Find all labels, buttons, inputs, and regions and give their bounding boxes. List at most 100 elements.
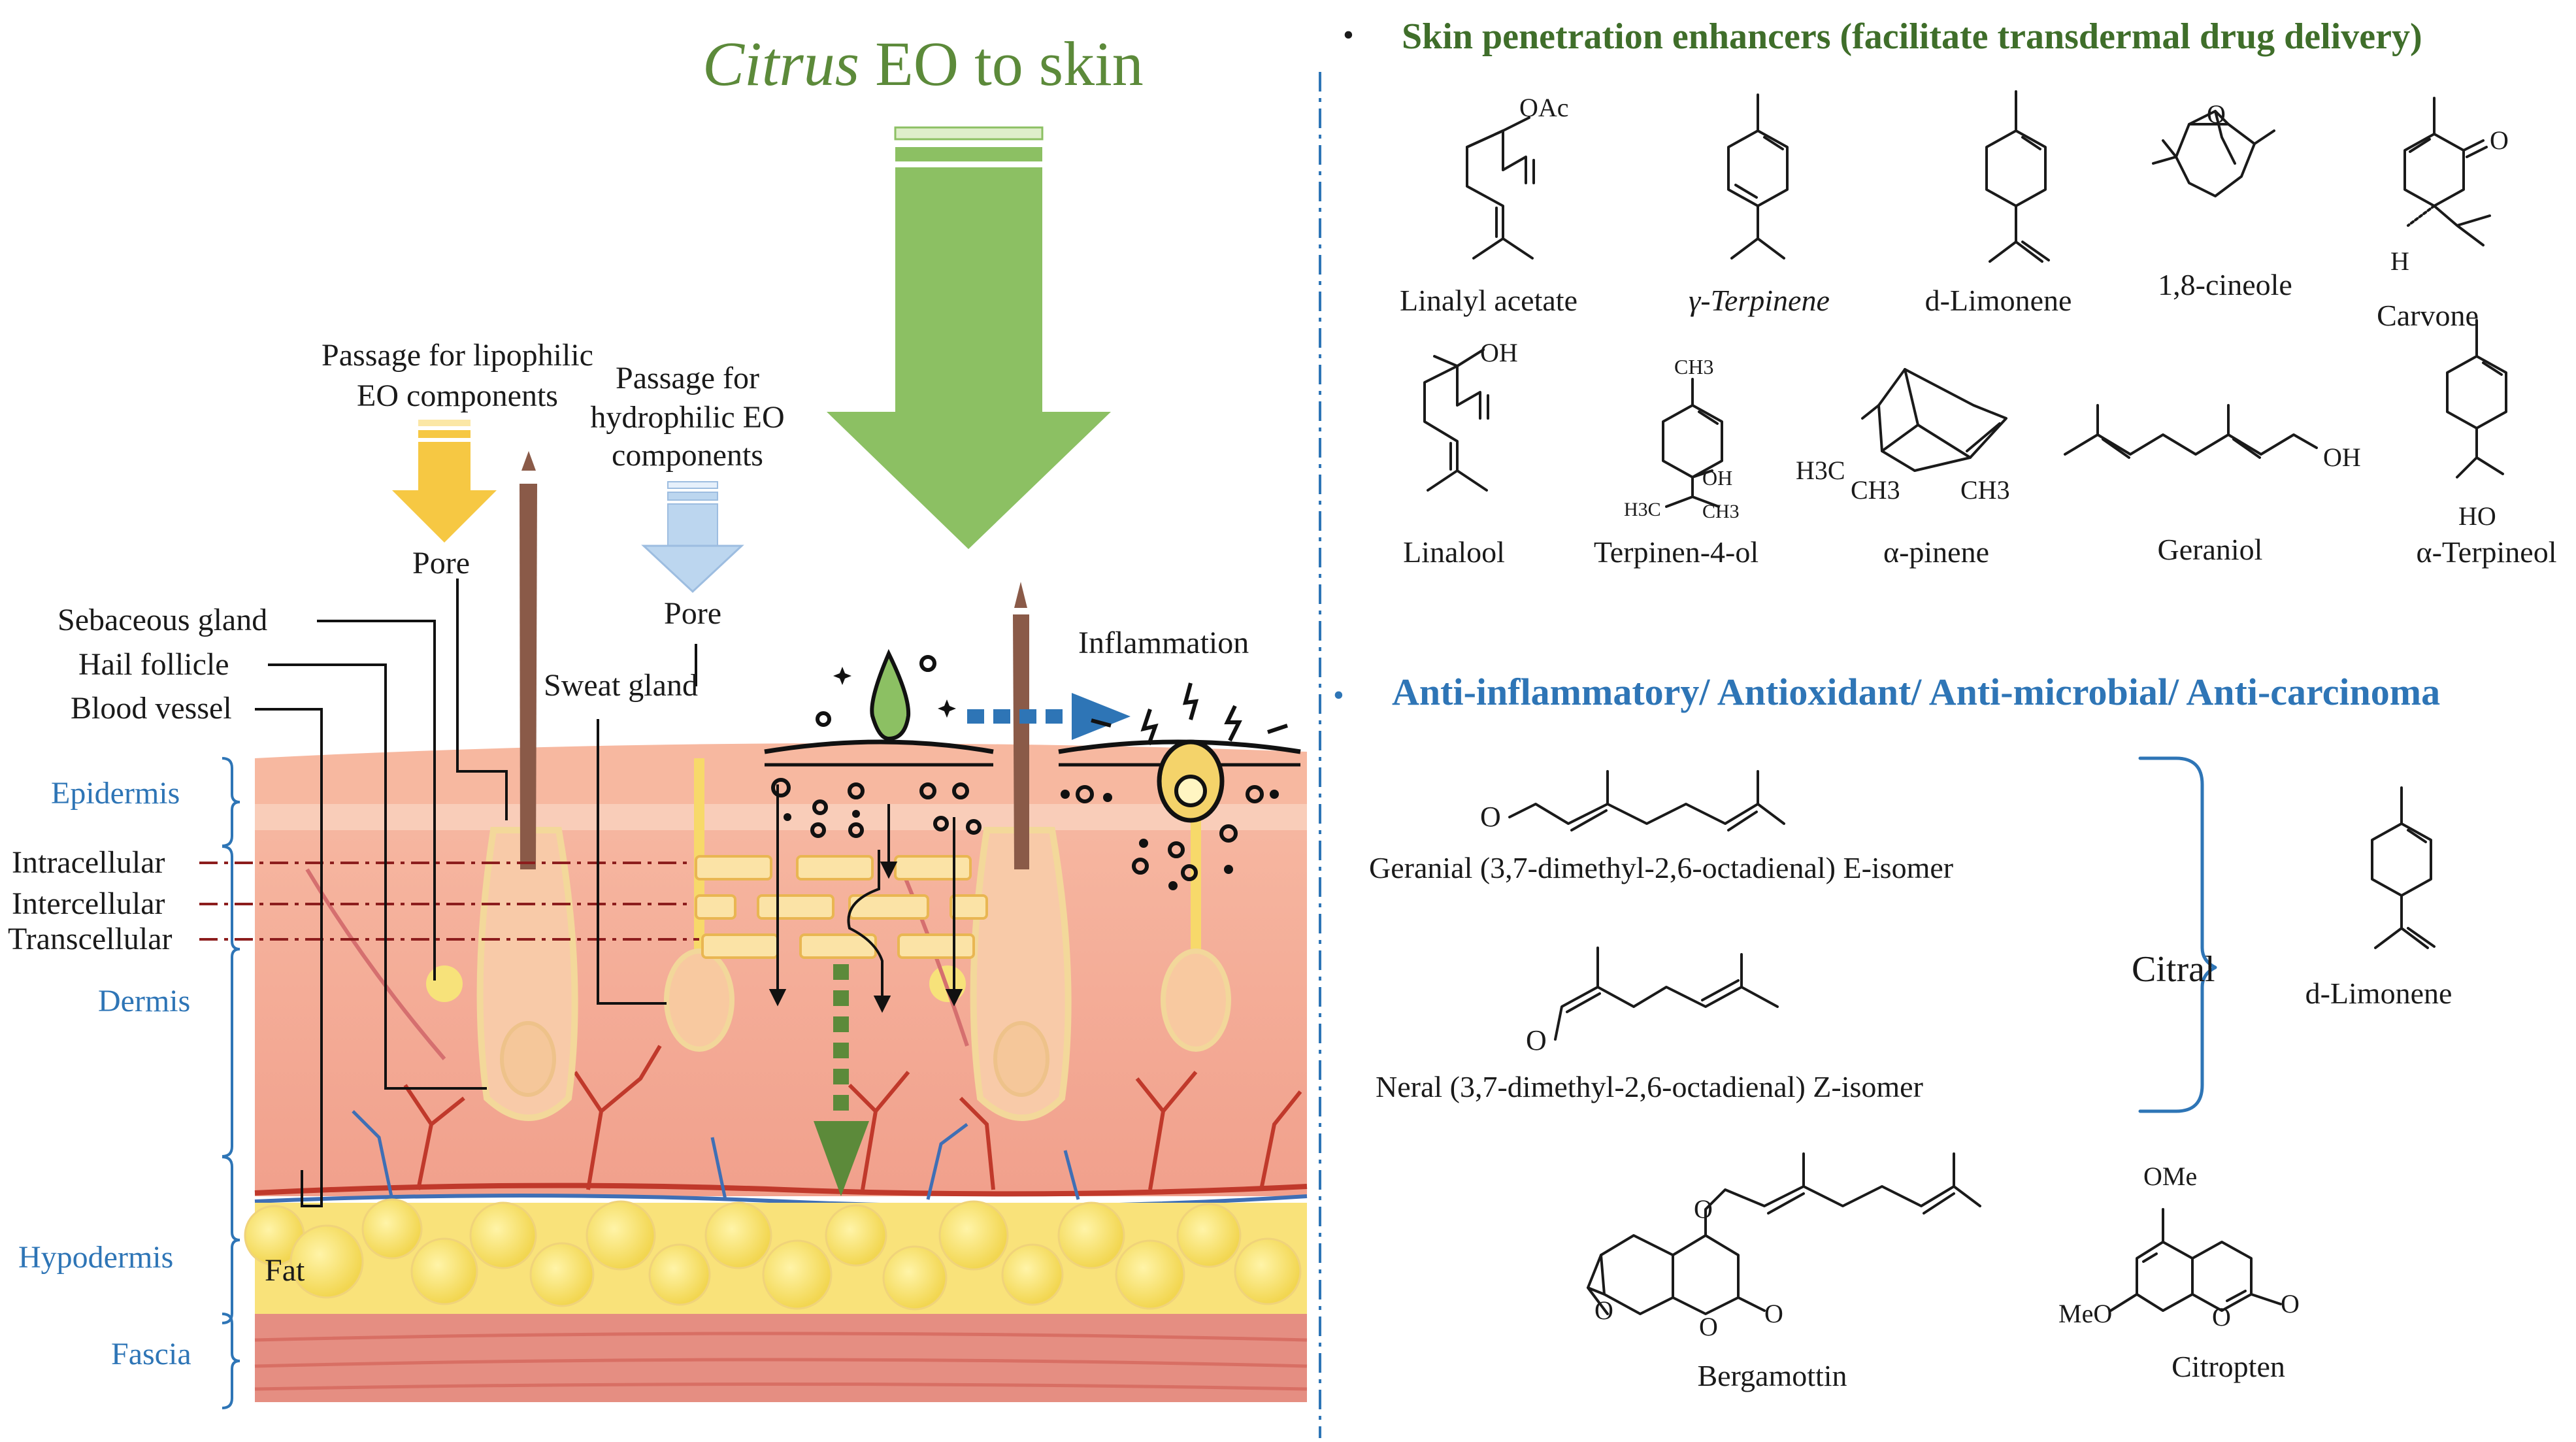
atom-oh-linalool: OH xyxy=(1480,338,1518,367)
transcellular-label: Transcellular xyxy=(8,922,173,956)
epidermis-label: Epidermis xyxy=(51,776,180,811)
mol-geraniol: Geraniol xyxy=(2157,533,2263,566)
structure-neral xyxy=(1554,947,1779,1041)
structure-cineole xyxy=(2152,110,2275,197)
structure-carvone xyxy=(2403,97,2491,246)
atom-oac: OAc xyxy=(1519,93,1569,122)
mol-alpha-terpineol: α-Terpineol xyxy=(2416,535,2557,569)
inflammation-cell-icon xyxy=(1091,682,1288,823)
atom-o-bergamottin-furan: O xyxy=(1594,1296,1613,1325)
structure-geranial xyxy=(1508,770,1785,831)
green-dashed-arrow xyxy=(814,964,869,1196)
structure-alpha-terpineol xyxy=(2446,319,2507,478)
intracellular-label: Intracellular xyxy=(12,845,165,880)
atom-ho-terpineol: HO xyxy=(2458,501,2496,531)
atom-o-bergamottin-ring: O xyxy=(1699,1312,1718,1341)
title-rest: EO to skin xyxy=(875,29,1144,99)
structure-bergamottin xyxy=(1587,1152,1981,1315)
mol-linalool: Linalool xyxy=(1403,535,1505,569)
atom-o-citropten-keto: O xyxy=(2281,1289,2300,1318)
structure-gamma-terpinene xyxy=(1727,93,1789,260)
geranial-label: Geranial (3,7-dimethyl-2,6-octadienal) E… xyxy=(1369,851,1954,884)
eo-droplet-icon xyxy=(870,648,911,741)
neral-label: Neral (3,7-dimethyl-2,6-octadienal) Z-is… xyxy=(1376,1070,1923,1103)
sebaceous-gland-left xyxy=(426,965,463,1002)
atom-h3c-terpinenol: H3C xyxy=(1624,499,1661,520)
atom-o-neral: O xyxy=(1526,1024,1547,1056)
sweat-gland-label: Sweat gland xyxy=(544,668,698,703)
lipophilic-label-1: Passage for lipophilic xyxy=(322,338,593,373)
leader-lines xyxy=(255,578,697,1207)
capillaries xyxy=(403,1045,1302,1190)
heading-enhancers: Skin penetration enhancers (facilitate t… xyxy=(1402,16,2422,57)
citral-bracket xyxy=(2138,756,2217,1113)
title-italic: Citrus xyxy=(702,29,860,99)
structure-geraniol xyxy=(2064,404,2318,459)
sweat-gland-left xyxy=(664,758,735,1052)
atom-o-citropten-ring: O xyxy=(2212,1302,2231,1332)
intercellular-label: Intercellular xyxy=(12,886,165,921)
pore-label-left: Pore xyxy=(412,546,470,580)
mol-citropten: Citropten xyxy=(2171,1350,2285,1383)
mol-alpha-pinene: α-pinene xyxy=(1883,535,1990,569)
mol-terpinen-4-ol: Terpinen-4-ol xyxy=(1593,535,1759,569)
citral-label: Citral xyxy=(2132,949,2215,990)
atom-ch3-pinene-1: CH3 xyxy=(1851,475,1900,505)
layer-braces xyxy=(222,757,240,1409)
sweat-gland-right xyxy=(1161,797,1231,1052)
lipophilic-label-2: EO components xyxy=(357,378,558,413)
mol-carvone: Carvone xyxy=(2377,299,2479,332)
bullet-2: • xyxy=(1333,678,1344,713)
structure-alpha-pinene xyxy=(1861,368,2007,472)
atom-o-bergamottin-ether: O xyxy=(1694,1194,1713,1224)
blood-vessel-line xyxy=(254,1182,1308,1197)
atom-ch3-terpinenol: CH3 xyxy=(1674,355,1714,378)
hair-follicle-right xyxy=(970,582,1072,1121)
structure-citropten xyxy=(2109,1208,2282,1312)
yellow-down-arrow xyxy=(392,420,497,543)
mol-cineole: 1,8-cineole xyxy=(2158,268,2292,301)
hydrophilic-label-2: hydrophilic EO xyxy=(590,400,785,435)
atom-o-cineole: O xyxy=(2207,99,2226,129)
blood-vessel-label: Blood vessel xyxy=(71,691,232,726)
structure-d-limonene xyxy=(1985,90,2050,263)
inflammation-label: Inflammation xyxy=(1078,626,1249,660)
sparkle-icon xyxy=(833,667,956,718)
atom-o-carvone: O xyxy=(2490,126,2509,155)
mol-gamma-terpinene: γ-Terpinene xyxy=(1689,284,1830,317)
structure-linalyl-acetate xyxy=(1466,116,1535,260)
structure-d-limonene-2 xyxy=(2371,786,2436,949)
hypodermis-label: Hypodermis xyxy=(18,1240,174,1275)
hydrophilic-label-3: components xyxy=(612,438,763,473)
route-lines xyxy=(199,862,699,941)
hair-follicle-label: Hail follicle xyxy=(78,647,229,682)
fat-cells xyxy=(244,1198,1302,1311)
mol-linalyl-acetate: Linalyl acetate xyxy=(1399,284,1578,317)
heading-activities: Anti-inflammatory/ Antioxidant/ Anti-mic… xyxy=(1392,671,2441,713)
mol-bergamottin: Bergamottin xyxy=(1697,1359,1847,1392)
atom-o-bergamottin-keto: O xyxy=(1764,1299,1783,1328)
atom-oh-geraniol: OH xyxy=(2323,443,2361,472)
hydrophilic-label-1: Passage for xyxy=(616,361,759,395)
bullet-1: • xyxy=(1343,18,1354,52)
blue-dashed-arrow xyxy=(967,693,1131,740)
title: Citrus EO to skin xyxy=(702,33,1144,95)
sebaceous-gland-label: Sebaceous gland xyxy=(58,603,268,637)
atom-h3c-pinene: H3C xyxy=(1796,456,1845,485)
dermis-band xyxy=(255,830,1307,1196)
pathway-arrows xyxy=(768,784,963,1013)
atom-o-geranial: O xyxy=(1480,801,1501,833)
pore-label-right: Pore xyxy=(664,596,721,631)
lightblue-down-arrow xyxy=(641,481,744,594)
fat-label: Fat xyxy=(265,1253,305,1288)
structure-terpinen-4-ol xyxy=(1662,378,1723,508)
fascia-band xyxy=(255,1314,1307,1402)
hair-follicle-left xyxy=(476,451,578,1121)
eo-droplets-dots xyxy=(771,655,982,838)
atom-ch3-pinene-2: CH3 xyxy=(1960,475,2010,505)
dermis-label: Dermis xyxy=(98,984,191,1018)
green-down-arrow xyxy=(827,126,1111,549)
atom-meo-citropten: MeO xyxy=(2058,1299,2113,1328)
